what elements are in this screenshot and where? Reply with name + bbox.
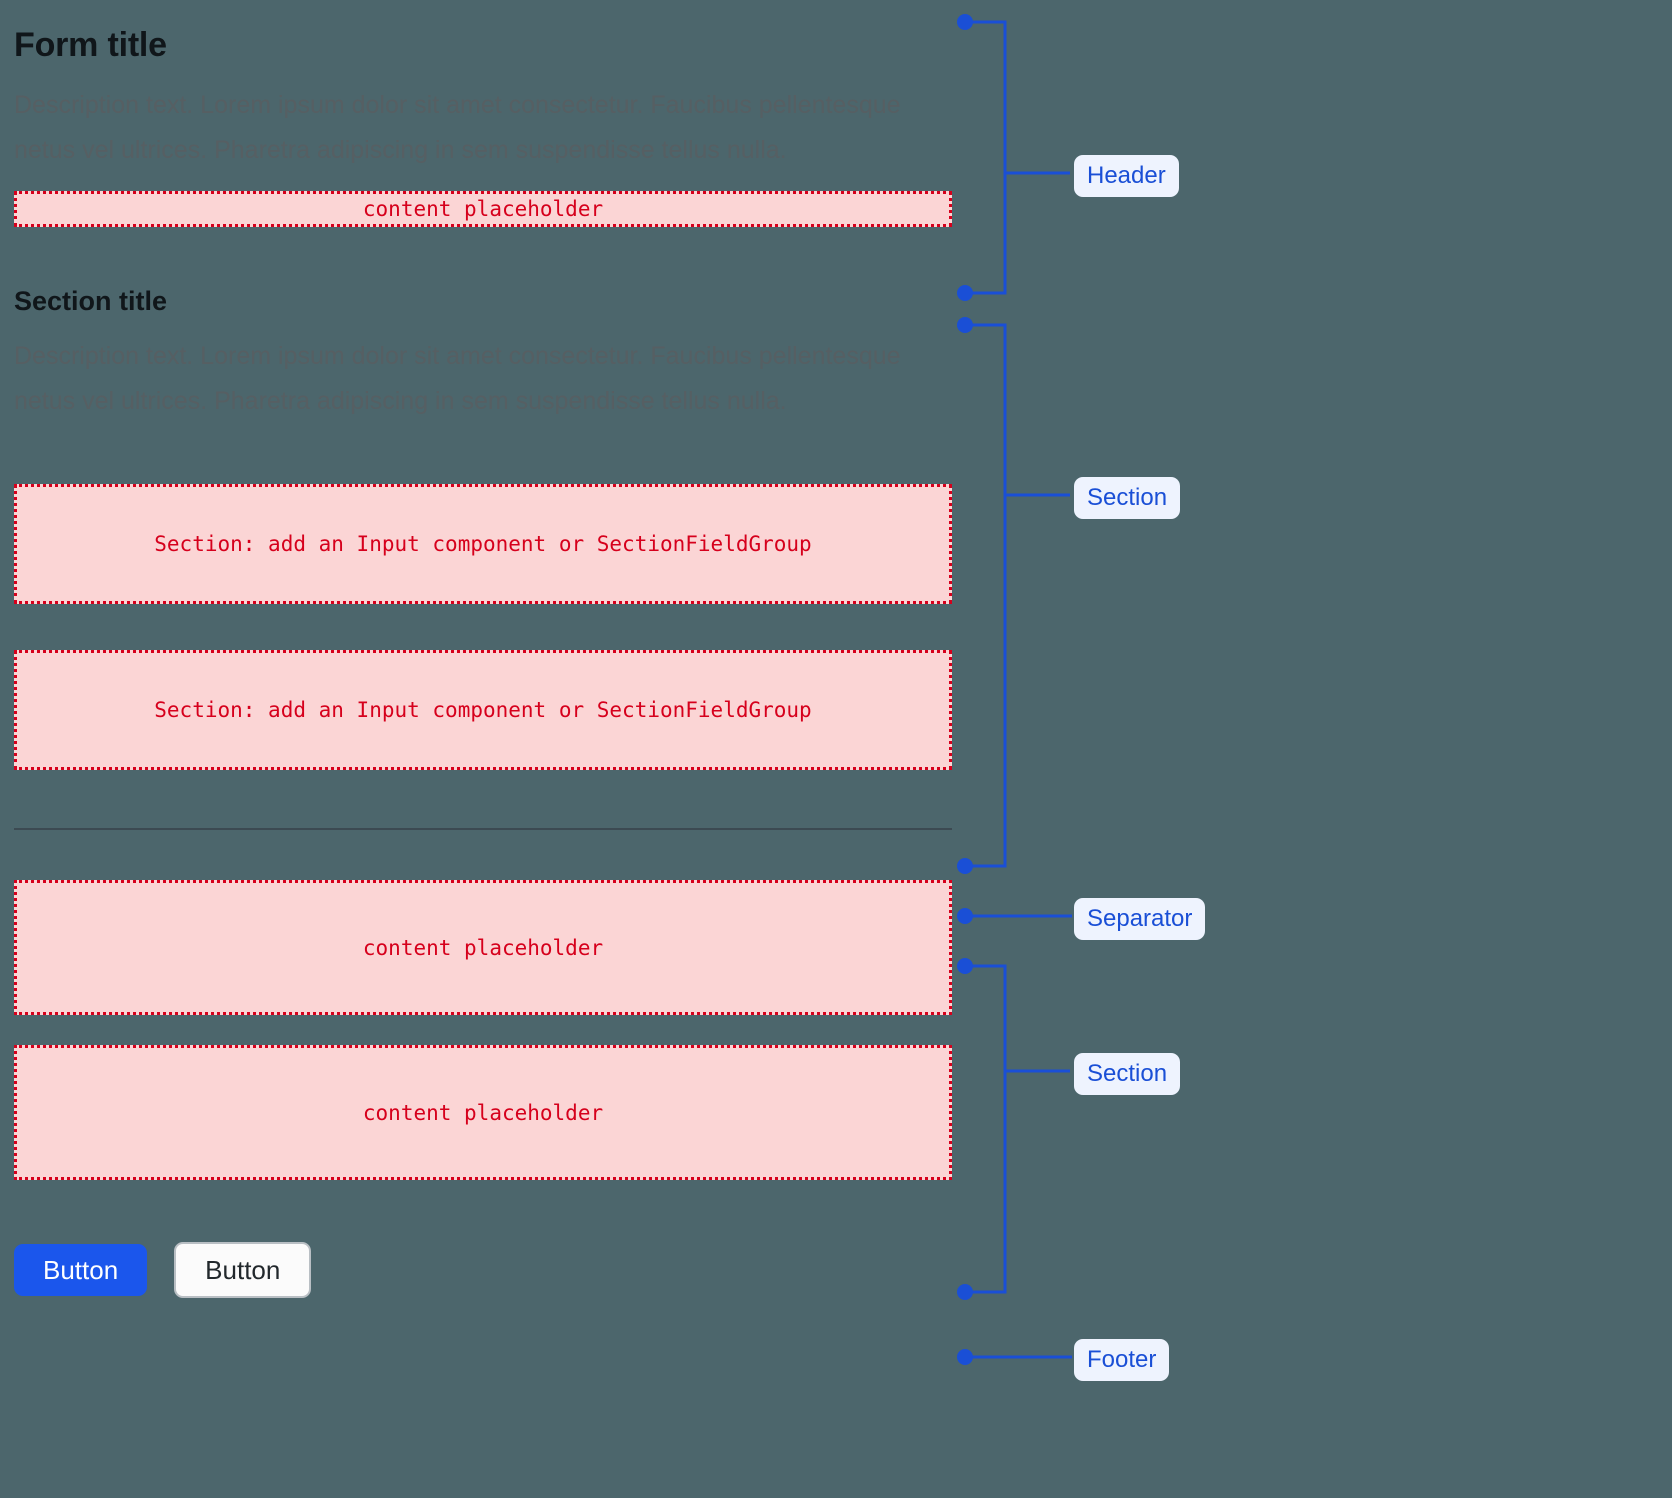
section-field-placeholder: Section: add an Input component or Secti… (14, 484, 952, 605)
section-two-connector-bracket (965, 964, 1007, 1294)
anchor-dot-section-one-top (957, 317, 973, 333)
annotation-label-footer[interactable]: Footer (1074, 1339, 1170, 1381)
separator (14, 828, 952, 831)
secondary-button[interactable]: Button (174, 1242, 312, 1299)
annotation-label-header[interactable]: Header (1074, 155, 1179, 197)
anchor-dot-section-one-bottom (957, 858, 973, 874)
form-footer: Button Button (14, 1242, 952, 1299)
primary-button[interactable]: Button (14, 1244, 148, 1297)
header-description: Description text. Lorem ipsum dolor sit … (14, 90, 901, 164)
form-section-one: Section title Description text. Lorem ip… (14, 285, 952, 771)
form-header: Form title Description text. Lorem ipsum… (14, 24, 952, 227)
page-title: Form title (14, 26, 167, 64)
section-one-connector-bracket (965, 323, 1007, 868)
anchor-dot-header-bottom (957, 285, 973, 301)
section-field-placeholder: Section: add an Input component or Secti… (14, 650, 952, 771)
anchor-dot-footer (957, 1349, 973, 1365)
header-content-placeholder: content placeholder (14, 190, 952, 227)
annotation-label-section-two[interactable]: Section (1074, 1053, 1181, 1095)
section-description: Description text. Lorem ipsum dolor sit … (14, 342, 901, 416)
section-content-placeholder: content placeholder (14, 880, 952, 1016)
anchor-dot-section-two-bottom (957, 1284, 973, 1300)
annotation-label-section-one[interactable]: Section (1074, 477, 1181, 519)
annotation-anchor-dots (957, 14, 973, 1365)
header-connector-bracket (965, 20, 1007, 295)
form-section-two: content placeholder content placeholder (14, 880, 952, 1181)
annotation-label-separator[interactable]: Separator (1074, 898, 1206, 940)
anchor-dot-separator (957, 908, 973, 924)
section-title: Section title (14, 285, 168, 316)
form-container: Form title Description text. Lorem ipsum… (14, 0, 952, 1299)
anchor-dot-header-top (957, 14, 973, 30)
anchor-dot-section-two-top (957, 958, 973, 974)
section-content-placeholder: content placeholder (14, 1045, 952, 1181)
